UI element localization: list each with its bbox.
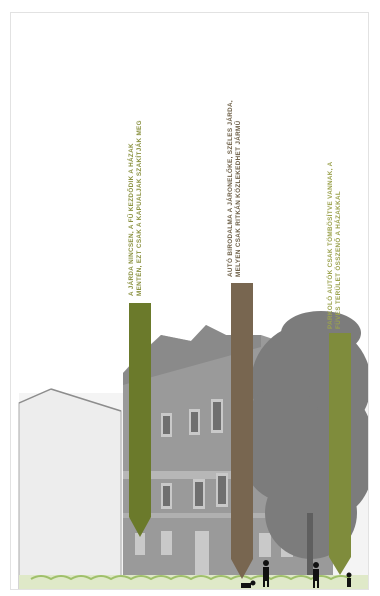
foreground-house [18, 388, 122, 589]
annotation-sidewalk: A JÁRDA NINCSEN, A FŰ KEZDŐDIK A HÁZAK M… [128, 120, 144, 296]
bar-parking [329, 333, 351, 557]
street-section-photo [18, 283, 368, 589]
annotation-car-kingdom-line-2: MELYEN CSAK RITKÁN KÖZLEKEDHET JÁRMŰ [235, 120, 242, 277]
annotation-car-kingdom: AUTÓ BIRODALMA A JÁRONELŐKE, SZÉLES JÁRD… [227, 100, 243, 277]
annotation-parking: PARKOLÓ AUTÓK CSAK TÖMBÖSÍTVE VANNAK, A … [327, 161, 343, 329]
pedestrians [241, 560, 352, 588]
annotation-car-kingdom-line-1: AUTÓ BIRODALMA A JÁRONELŐKE, SZÉLES JÁRD… [227, 99, 234, 277]
annotation-parking-line-2: FÜVES TERÜLET ÖSSZENŐ A HÁZAKKAL [335, 190, 342, 329]
bar-car-kingdom [231, 283, 253, 559]
arrowhead-sidewalk [129, 517, 151, 537]
bar-sidewalk [129, 303, 151, 517]
annotation-parking-line-1: PARKOLÓ AUTÓK CSAK TÖMBÖSÍTVE VANNAK, A [327, 161, 334, 329]
arrowhead-parking [329, 557, 351, 575]
annotation-bars [129, 283, 351, 579]
annotation-sidewalk-line-2: MENTÉN, EZT CSAK A KAPUALJAK SZAKÍTJÁK M… [136, 120, 143, 296]
diagram-canvas: A JÁRDA NINCSEN, A FŰ KEZDŐDIK A HÁZAK M… [10, 12, 369, 590]
annotation-sidewalk-line-1: A JÁRDA NINCSEN, A FŰ KEZDŐDIK A HÁZAK [128, 143, 135, 296]
arrowhead-car-kingdom [231, 559, 253, 579]
